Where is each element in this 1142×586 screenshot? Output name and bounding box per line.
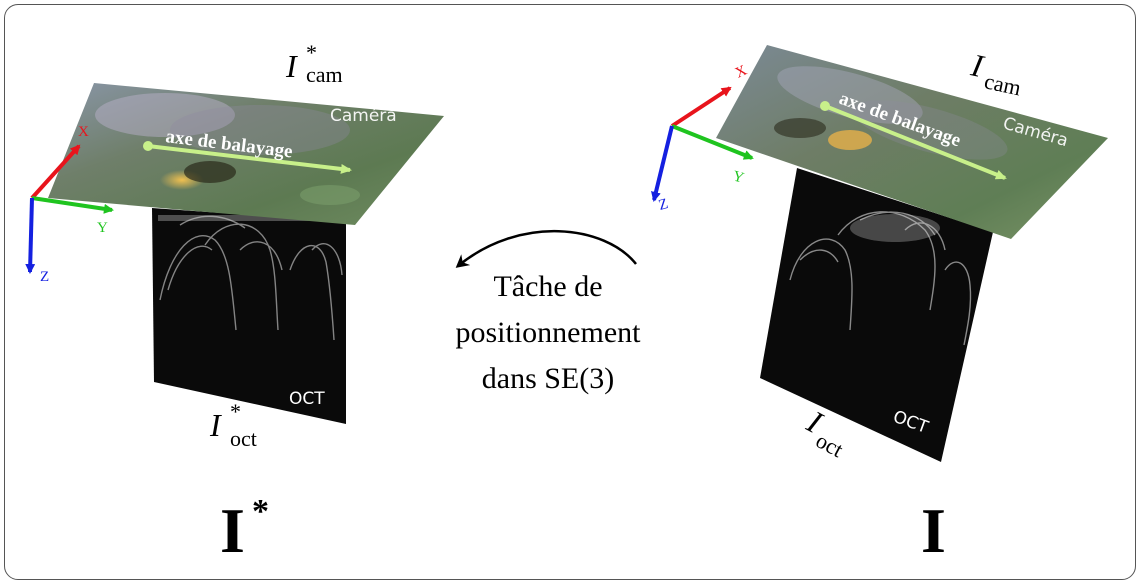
left-camera-tag: Caméra [330, 106, 397, 126]
svg-text:cam: cam [306, 62, 343, 87]
left-y-axis-label: Y [97, 220, 108, 236]
task-line-3: dans SE(3) [482, 362, 614, 395]
right-axes: X Y Z [651, 62, 754, 214]
svg-text:I: I [921, 495, 946, 566]
svg-text:oct: oct [230, 426, 257, 451]
right-camera-image: Caméra axe de balayage [716, 45, 1108, 239]
svg-text:I: I [209, 407, 222, 443]
center-task: Tâche de positionnement dans SE(3) [455, 229, 642, 395]
left-oct-label: I * oct [209, 399, 257, 451]
right-camera-label: I cam [967, 46, 1023, 100]
task-line-2: positionnement [456, 316, 642, 349]
right-big-label: I [921, 495, 946, 566]
left-x-axis-arrow [30, 144, 81, 200]
svg-text:oct: oct [812, 427, 847, 462]
left-big-label: I * [220, 493, 269, 566]
left-scan-axis-origin [143, 141, 153, 151]
left-configuration: OCT Caméra axe de balayage X Y Z I [25, 40, 444, 566]
svg-text:*: * [230, 399, 241, 424]
right-x-axis-label: X [733, 62, 750, 81]
right-oct-image: OCT [760, 168, 993, 462]
left-axes: X Y Z [25, 124, 114, 285]
right-scan-axis-origin [820, 101, 830, 111]
left-z-axis-arrow [25, 197, 36, 274]
svg-text:I: I [285, 48, 298, 84]
svg-text:I: I [220, 495, 245, 566]
left-y-axis-arrow [31, 196, 114, 214]
left-oct-image: OCT [152, 208, 346, 424]
left-x-axis-label: X [78, 124, 89, 140]
right-x-axis-arrow [670, 86, 732, 128]
left-camera-label: I * cam [285, 40, 343, 87]
left-scan-axis-arrow [147, 144, 352, 174]
task-line-1: Tâche de [493, 270, 602, 303]
svg-text:*: * [252, 493, 269, 530]
left-camera-image: Caméra axe de balayage [48, 83, 444, 225]
right-y-axis-label: Y [731, 168, 746, 186]
right-y-axis-arrow [671, 124, 754, 160]
right-z-axis-arrow [651, 125, 674, 202]
right-configuration: OCT Caméra axe de balayage X Y Z I cam [651, 45, 1108, 566]
svg-text:cam: cam [982, 68, 1023, 100]
right-scan-axis-arrow [824, 104, 1007, 180]
task-arrow [455, 229, 637, 268]
left-z-axis-label: Z [40, 269, 49, 285]
svg-text:*: * [306, 40, 317, 65]
left-oct-tag: OCT [289, 389, 325, 409]
right-z-axis-label: Z [657, 196, 670, 214]
